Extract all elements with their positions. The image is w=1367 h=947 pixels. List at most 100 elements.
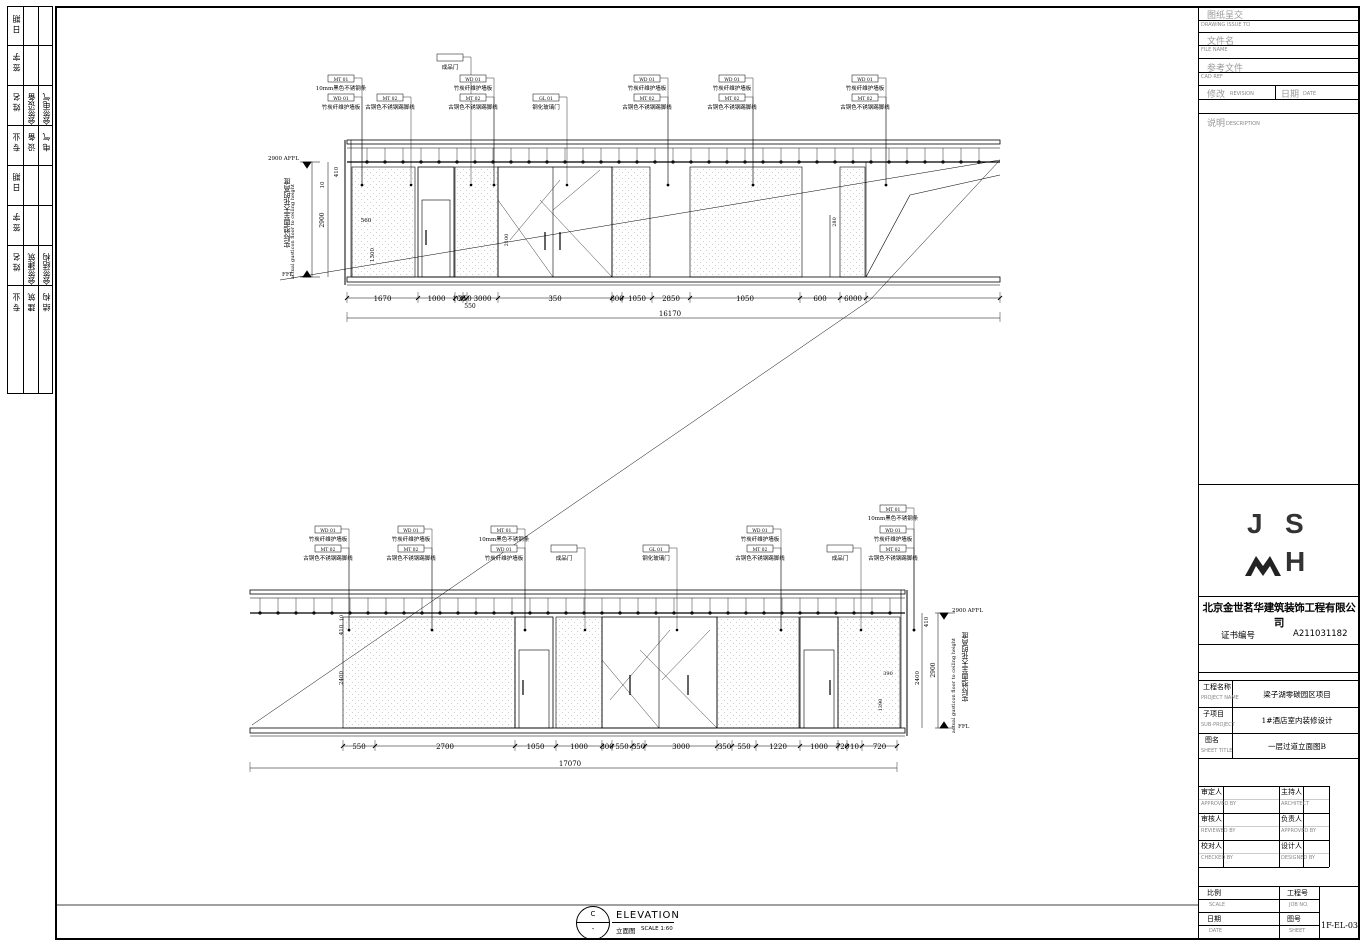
leader-dot	[469, 183, 473, 187]
spec-tag-box	[459, 74, 487, 83]
leader-dot	[859, 628, 863, 632]
rail-node	[276, 611, 280, 615]
rail-node	[797, 160, 801, 164]
door-frame	[514, 616, 554, 729]
wall-panel	[689, 166, 803, 278]
rail-node	[708, 611, 712, 615]
sheet-info: 比例 SCALE 工程号 JOB NO. 日期 DATE 图号 SHEET 1F…	[1199, 886, 1359, 938]
dim-tick	[835, 743, 841, 749]
spec-tag-text: 10mm黑色不锈钢条	[316, 84, 367, 92]
rail-node	[816, 611, 820, 615]
wall-panel	[837, 616, 901, 729]
glass-door-frame	[497, 166, 613, 278]
door-leaf	[803, 649, 835, 729]
top-vdim: 410	[334, 166, 340, 177]
bottom-vdim: 390	[883, 671, 893, 677]
bottom-hdim: 1000	[810, 743, 828, 751]
bottom-hdim: 550	[737, 743, 750, 751]
spec-tag-text: 钢化玻璃门	[642, 554, 670, 562]
glass-door-frame	[601, 616, 718, 729]
leader-dot	[347, 628, 351, 632]
bottom-hdim: 550	[352, 743, 365, 751]
dim-tick	[460, 295, 466, 301]
spec-tag-code: MT 02	[321, 547, 336, 553]
spec-tag-code: MT 01	[497, 528, 512, 534]
logo-m-mark	[1245, 556, 1281, 576]
door-frame	[417, 166, 455, 278]
rail-node	[833, 160, 837, 164]
wall-panel	[342, 616, 516, 729]
bottom-height-note-en: actual gusticon floor to ceiling height	[951, 638, 957, 734]
top-hdim: 350	[548, 295, 561, 303]
bottom-total-dim: 17070	[559, 760, 581, 768]
rail-node	[420, 611, 424, 615]
rail-node	[564, 611, 568, 615]
dim-tick	[599, 743, 605, 749]
rail-node	[798, 611, 802, 615]
perspective-line	[869, 159, 1001, 301]
revision-label: 修改	[1207, 90, 1226, 100]
rail-node	[258, 611, 262, 615]
top-hdim: 3000	[474, 295, 492, 303]
spec-tag-box	[718, 93, 746, 102]
rail-node	[365, 160, 369, 164]
rail-node	[923, 160, 927, 164]
rail-node	[527, 160, 531, 164]
rail-node	[869, 160, 873, 164]
floor-slab	[346, 276, 1001, 283]
top-vdim: 280	[832, 217, 838, 227]
company-logo: J S H	[1245, 508, 1306, 577]
dim-tick	[415, 295, 421, 301]
top-floor-label: FFL	[282, 272, 294, 278]
rail-node	[456, 611, 460, 615]
rail-node	[888, 611, 892, 615]
rail-node	[941, 160, 945, 164]
bottom-hdim: 720	[836, 743, 849, 751]
cert-label: 证书编号	[1221, 631, 1256, 641]
leader-dot	[675, 628, 679, 632]
ceiling-slab	[346, 139, 1001, 145]
spec-tag-box	[642, 544, 670, 553]
leader-dot	[583, 628, 587, 632]
spec-tag-text: 10mm黑色不锈钢条	[868, 514, 919, 522]
sheet-number: 1F-EL-03	[1321, 921, 1359, 930]
rail-node	[366, 611, 370, 615]
spec-tag-code: WD 01	[496, 547, 512, 553]
rail-node	[851, 160, 855, 164]
dim-tick	[372, 743, 378, 749]
approver-label-en: REVIEWED BY	[1201, 828, 1236, 834]
rail-node	[455, 160, 459, 164]
elevation-scale: SCALE 1:60	[641, 926, 673, 932]
spec-tag-box	[327, 93, 355, 102]
spec-tag-box	[376, 93, 404, 102]
leader-dot	[523, 628, 527, 632]
level-marker	[939, 612, 949, 620]
spec-tag-code: WD 01	[320, 528, 336, 534]
spec-tag-code: WD 01	[752, 528, 768, 534]
date-label-en: DATE	[1303, 91, 1317, 97]
bottom-hdim: 1050	[527, 743, 545, 751]
dim-tick	[859, 743, 865, 749]
role-label: 设计人	[1281, 842, 1302, 850]
spec-tag-box	[490, 525, 518, 534]
project-info: 工程名称 PROJECT NAME 梁子湖零碳园区项目 子项目 SUB-PROJ…	[1199, 680, 1359, 759]
spec-tag-box	[397, 544, 425, 553]
company-name: 北京金世茗华建筑装饰工程有限公司	[1202, 602, 1356, 629]
rail-node	[815, 160, 819, 164]
role-label: 主持人	[1281, 788, 1302, 796]
rail-node	[545, 160, 549, 164]
rail-node	[384, 611, 388, 615]
spec-tag-code: MT 01	[886, 507, 901, 513]
rail-node	[473, 160, 477, 164]
spec-tag-code: WD 01	[465, 77, 481, 83]
bottom-vdim: 1390	[878, 699, 884, 712]
spec-tag-box	[550, 544, 578, 553]
spec-tag-text: 成品门	[832, 554, 849, 562]
rail-node	[563, 160, 567, 164]
glass-reflection	[609, 629, 671, 701]
top-hdim: 600	[610, 295, 623, 303]
spec-tag-code: MT 02	[404, 547, 419, 553]
spec-tag-box	[314, 544, 342, 553]
top-hdim: 1050	[628, 295, 646, 303]
spec-tag-box	[879, 504, 907, 513]
